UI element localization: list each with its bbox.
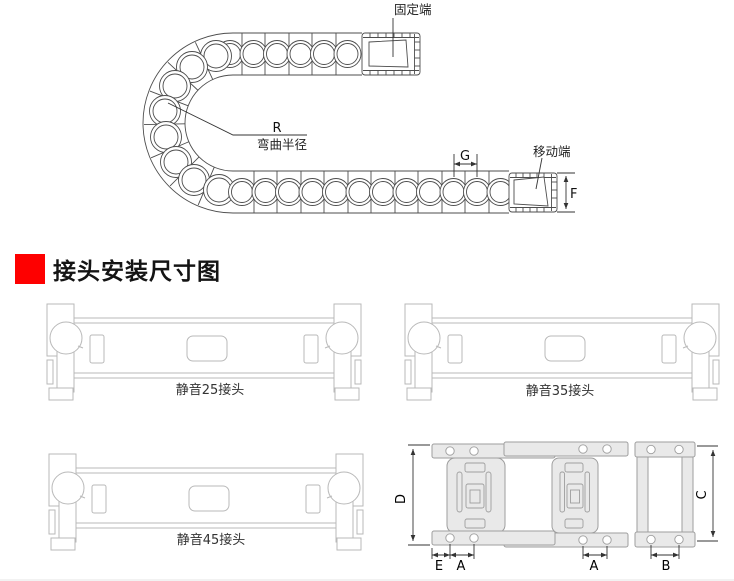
top-view bbox=[431, 441, 629, 548]
fixed-end-block bbox=[361, 32, 421, 76]
dim-c-label: C bbox=[695, 490, 710, 499]
joint-label-35: 静音35接头 bbox=[525, 384, 595, 399]
moving-end-block bbox=[508, 172, 558, 213]
dim-a-right-label: A bbox=[590, 559, 599, 574]
chain-band bbox=[142, 32, 509, 214]
dimensions: D C E A A B bbox=[395, 444, 718, 574]
bend-radius-label: 弯曲半径 bbox=[257, 137, 307, 152]
moving-end-label: 移动端 bbox=[533, 144, 571, 159]
end-view bbox=[634, 441, 696, 548]
red-square-bullet bbox=[15, 254, 45, 284]
fixed-end-label: 固定端 bbox=[394, 2, 432, 17]
dim-d-label: D bbox=[395, 494, 409, 504]
chain-rings-curve bbox=[149, 40, 235, 206]
section-heading: 接头安装尺寸图 bbox=[15, 252, 221, 286]
height-dim-label: F bbox=[570, 187, 577, 202]
section-title: 接头安装尺寸图 bbox=[53, 259, 221, 285]
dim-b-label: B bbox=[662, 559, 671, 574]
joint-label-45: 静音45接头 bbox=[176, 533, 246, 548]
bend-radius-symbol: R bbox=[272, 121, 281, 136]
dim-a-left-label: A bbox=[457, 559, 466, 574]
dim-e-label: E bbox=[435, 559, 443, 574]
pitch-dim-label: G bbox=[460, 149, 470, 164]
chain-annotations: 固定端 移动端 R 弯曲半径 G F bbox=[167, 2, 577, 213]
mounting-dimension-diagram: D C E A A B bbox=[395, 441, 718, 574]
joint-label-25: 静音25接头 bbox=[175, 383, 245, 398]
chain-rings-bottom bbox=[228, 178, 515, 206]
drag-chain-diagram: 固定端 移动端 R 弯曲半径 G F bbox=[142, 2, 577, 214]
